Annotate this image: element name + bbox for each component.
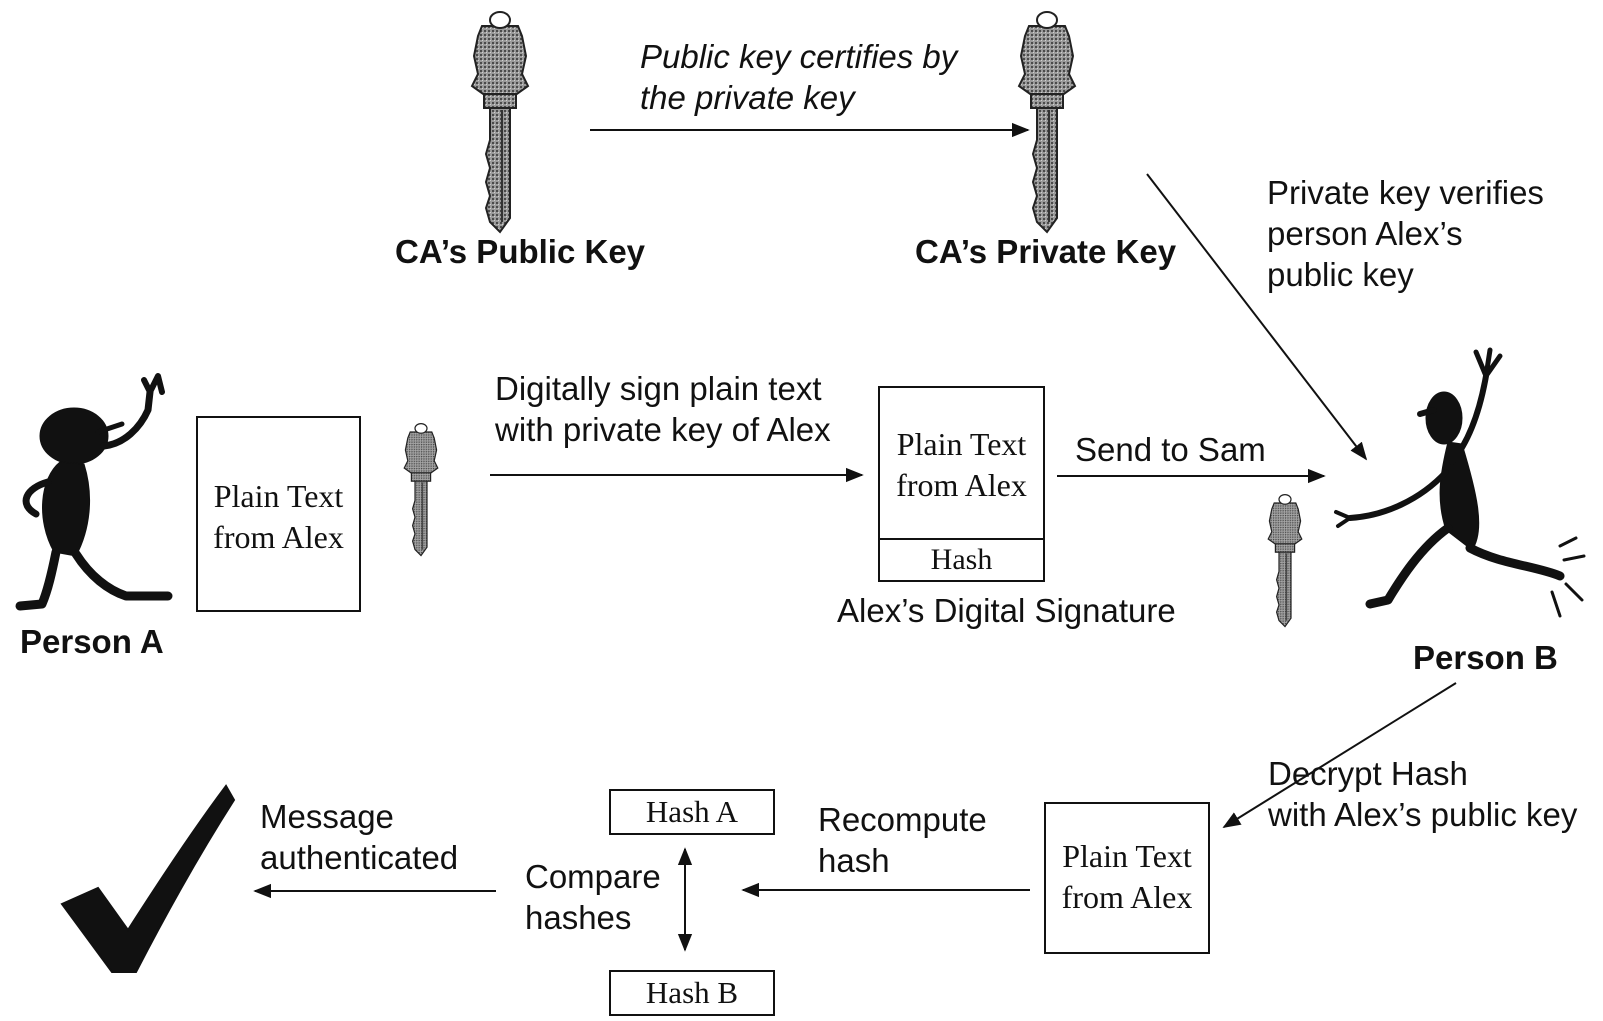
recompute-label: Recompute hash: [818, 799, 987, 881]
hash-b-text: Hash B: [611, 974, 773, 1012]
received-plain-text-box: Plain Text from Alex: [1044, 802, 1210, 954]
received-plain-text: Plain Text from Alex: [1046, 836, 1208, 918]
ca-public-key-label: CA’s Public Key: [395, 231, 645, 272]
person-b-icon: [1336, 350, 1584, 616]
certify-label: Public key certifies by the private key: [640, 36, 957, 118]
plain-text-a-box: Plain Text from Alex: [196, 416, 361, 612]
person-a-icon: [20, 376, 168, 606]
ca-public-key-icon: [472, 12, 528, 232]
verify-label: Private key verifies person Alex’s publi…: [1267, 172, 1544, 295]
plain-text-a-text: Plain Text from Alex: [198, 476, 359, 558]
person-b-label: Person B: [1413, 637, 1558, 678]
hash-a-text: Hash A: [611, 793, 773, 831]
ca-private-key-label: CA’s Private Key: [915, 231, 1176, 272]
hash-a-box: Hash A: [609, 789, 775, 835]
signature-hash-text: Hash: [880, 542, 1043, 578]
ca-private-key-icon: [1019, 12, 1075, 232]
signature-caption: Alex’s Digital Signature: [837, 590, 1176, 631]
sign-label: Digitally sign plain text with private k…: [495, 368, 831, 450]
compare-label: Compare hashes: [525, 856, 661, 938]
decrypt-label: Decrypt Hash with Alex’s public key: [1268, 753, 1577, 835]
authenticated-label: Message authenticated: [260, 796, 458, 878]
checkmark-icon: [62, 786, 234, 972]
person-b-key-icon: [1268, 495, 1302, 627]
signature-plain-text: Plain Text from Alex: [880, 424, 1043, 506]
hash-b-box: Hash B: [609, 970, 775, 1016]
person-a-label: Person A: [20, 621, 164, 662]
signature-box: Plain Text from Alex Hash: [878, 386, 1045, 582]
signature-divider: [880, 538, 1043, 540]
send-label: Send to Sam: [1075, 429, 1266, 470]
alex-private-key-icon: [404, 424, 438, 556]
